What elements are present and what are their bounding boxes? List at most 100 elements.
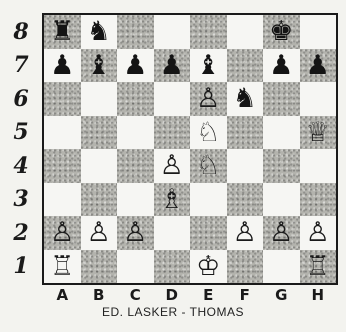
black-pawn-icon[interactable]: ♟ (300, 49, 337, 83)
black-pawn-icon[interactable]: ♟ (44, 49, 81, 83)
square-e1[interactable]: ♔ (190, 250, 227, 284)
square-c6[interactable] (117, 82, 154, 116)
square-a6[interactable] (44, 82, 81, 116)
square-c5[interactable] (117, 116, 154, 150)
black-knight-icon[interactable]: ♞ (227, 82, 264, 116)
square-e4[interactable]: ♘ (190, 149, 227, 183)
square-d2[interactable] (154, 216, 191, 250)
square-h5[interactable]: ♕ (300, 116, 337, 150)
square-g4[interactable] (263, 149, 300, 183)
square-c7[interactable]: ♟ (117, 49, 154, 83)
square-d8[interactable] (154, 15, 191, 49)
square-d1[interactable] (154, 250, 191, 284)
square-e2[interactable] (190, 216, 227, 250)
square-a4[interactable] (44, 149, 81, 183)
file-label-a: A (44, 284, 81, 306)
square-a7[interactable]: ♟ (44, 49, 81, 83)
square-g3[interactable] (263, 183, 300, 217)
white-pawn-icon[interactable]: ♙ (154, 149, 191, 183)
square-c3[interactable] (117, 183, 154, 217)
white-bishop-icon[interactable]: ♗ (154, 183, 191, 217)
white-queen-icon[interactable]: ♕ (300, 116, 337, 150)
rank-label-4: 4 (6, 149, 36, 183)
square-f7[interactable] (227, 49, 264, 83)
square-b8[interactable]: ♞ (81, 15, 118, 49)
square-b1[interactable] (81, 250, 118, 284)
black-rook-icon[interactable]: ♜ (44, 15, 81, 49)
square-f3[interactable] (227, 183, 264, 217)
square-f6[interactable]: ♞ (227, 82, 264, 116)
square-d6[interactable] (154, 82, 191, 116)
square-h1[interactable]: ♖ (300, 250, 337, 284)
square-b6[interactable] (81, 82, 118, 116)
rank-label-3: 3 (6, 183, 36, 217)
square-f4[interactable] (227, 149, 264, 183)
square-e3[interactable] (190, 183, 227, 217)
square-a5[interactable] (44, 116, 81, 150)
file-label-c: C (117, 284, 154, 306)
white-knight-icon[interactable]: ♘ (190, 116, 227, 150)
square-h7[interactable]: ♟ (300, 49, 337, 83)
square-c2[interactable]: ♙ (117, 216, 154, 250)
white-rook-icon[interactable]: ♖ (44, 250, 81, 284)
square-g7[interactable]: ♟ (263, 49, 300, 83)
square-g5[interactable] (263, 116, 300, 150)
black-pawn-icon[interactable]: ♟ (263, 49, 300, 83)
black-bishop-icon[interactable]: ♝ (81, 49, 118, 83)
square-c8[interactable] (117, 15, 154, 49)
square-h3[interactable] (300, 183, 337, 217)
square-h4[interactable] (300, 149, 337, 183)
square-a2[interactable]: ♙ (44, 216, 81, 250)
square-g2[interactable]: ♙ (263, 216, 300, 250)
square-c4[interactable] (117, 149, 154, 183)
square-e5[interactable]: ♘ (190, 116, 227, 150)
file-label-f: F (227, 284, 264, 306)
white-pawn-icon[interactable]: ♙ (227, 216, 264, 250)
white-king-icon[interactable]: ♔ (190, 250, 227, 284)
square-d5[interactable] (154, 116, 191, 150)
white-pawn-icon[interactable]: ♙ (81, 216, 118, 250)
square-f5[interactable] (227, 116, 264, 150)
rank-label-6: 6 (6, 82, 36, 116)
white-rook-icon[interactable]: ♖ (300, 250, 337, 284)
square-f8[interactable] (227, 15, 264, 49)
square-b7[interactable]: ♝ (81, 49, 118, 83)
square-g6[interactable] (263, 82, 300, 116)
rank-label-2: 2 (6, 216, 36, 250)
square-f1[interactable] (227, 250, 264, 284)
square-a3[interactable] (44, 183, 81, 217)
square-g1[interactable] (263, 250, 300, 284)
square-b5[interactable] (81, 116, 118, 150)
square-e6[interactable]: ♙ (190, 82, 227, 116)
white-knight-icon[interactable]: ♘ (190, 149, 227, 183)
square-g8[interactable]: ♚ (263, 15, 300, 49)
square-h8[interactable] (300, 15, 337, 49)
white-pawn-icon[interactable]: ♙ (44, 216, 81, 250)
square-a8[interactable]: ♜ (44, 15, 81, 49)
square-b3[interactable] (81, 183, 118, 217)
square-d4[interactable]: ♙ (154, 149, 191, 183)
white-pawn-icon[interactable]: ♙ (117, 216, 154, 250)
square-e8[interactable] (190, 15, 227, 49)
square-d7[interactable]: ♟ (154, 49, 191, 83)
white-pawn-icon[interactable]: ♙ (190, 82, 227, 116)
rank-label-5: 5 (6, 116, 36, 150)
black-pawn-icon[interactable]: ♟ (154, 49, 191, 83)
white-pawn-icon[interactable]: ♙ (263, 216, 300, 250)
black-bishop-icon[interactable]: ♝ (190, 49, 227, 83)
square-a1[interactable]: ♖ (44, 250, 81, 284)
square-f2[interactable]: ♙ (227, 216, 264, 250)
white-pawn-icon[interactable]: ♙ (300, 216, 337, 250)
square-e7[interactable]: ♝ (190, 49, 227, 83)
black-knight-icon[interactable]: ♞ (81, 15, 118, 49)
file-label-b: B (81, 284, 118, 306)
file-label-d: D (154, 284, 191, 306)
square-b4[interactable] (81, 149, 118, 183)
black-pawn-icon[interactable]: ♟ (117, 49, 154, 83)
square-b2[interactable]: ♙ (81, 216, 118, 250)
square-h6[interactable] (300, 82, 337, 116)
square-h2[interactable]: ♙ (300, 216, 337, 250)
black-king-icon[interactable]: ♚ (263, 15, 300, 49)
square-c1[interactable] (117, 250, 154, 284)
square-d3[interactable]: ♗ (154, 183, 191, 217)
